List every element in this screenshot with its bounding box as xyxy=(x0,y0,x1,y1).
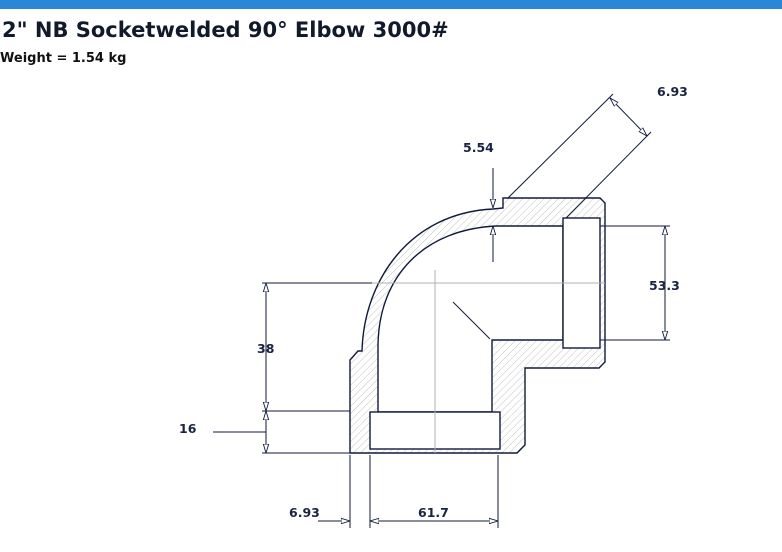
dim-wall-thickness: 5.54 xyxy=(463,140,494,155)
page-title: 2" NB Socketwelded 90° Elbow 3000# xyxy=(2,18,449,42)
dim-bore-right: 53.3 xyxy=(649,278,680,293)
centerlines xyxy=(372,270,605,453)
dim-center-to-socket: 38 xyxy=(257,341,274,356)
weight-label: Weight = 1.54 kg xyxy=(0,51,127,66)
dim-socket-wall-bottom: 6.93 xyxy=(289,505,320,520)
dim-socket-wall-diag: 6.93 xyxy=(657,84,688,99)
dim-socket-depth: 16 xyxy=(179,421,197,436)
dim-bore-bottom: 61.7 xyxy=(418,505,449,520)
top-bar xyxy=(0,0,782,9)
